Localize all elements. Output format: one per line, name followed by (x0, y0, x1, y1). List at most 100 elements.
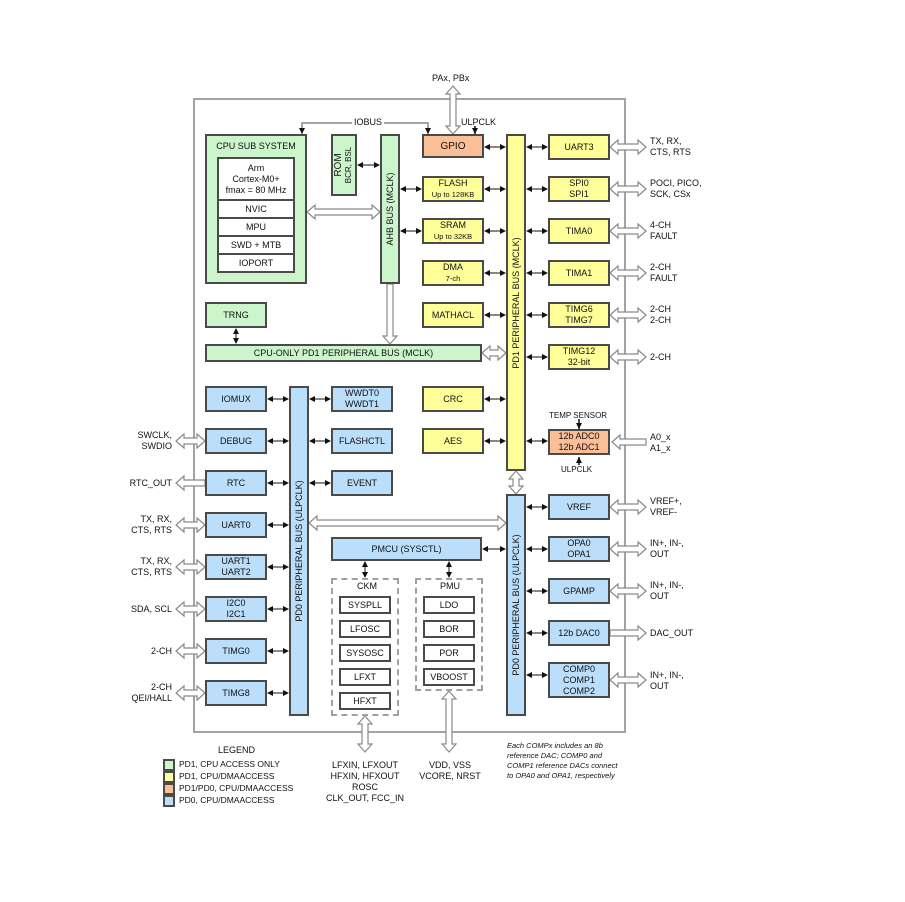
pd1-periph-timg12-label-2: 32-bit (567, 357, 591, 367)
bus-link-arrowhead (500, 546, 506, 552)
legend-title: LEGEND (218, 745, 256, 755)
bus-link-arrowhead (484, 144, 490, 150)
pd0-periph-i2c0-label-2: I2C1 (226, 609, 246, 619)
pd1-periph-tima1-stack: TIMA1 (548, 260, 610, 286)
signal-arrow (175, 516, 206, 534)
bus-link-arrowhead (526, 438, 532, 444)
adc-pins-label: A0_x A1_x (650, 432, 671, 454)
signal-arrow (611, 433, 647, 451)
pd0-analog-pins-4: IN+, IN-,OUT (650, 670, 684, 692)
sram-line2: Up to 32KB (433, 232, 473, 241)
pd1-periph-timg6-label-2: TIMG7 (565, 315, 593, 325)
pd1-periph-pins-1: POCI, PICO,SCK, CSx (650, 178, 702, 200)
pd0-analog-pins-0: VREF+,VREF- (650, 496, 682, 518)
signal-arrow (308, 514, 507, 532)
pd1-periph-uart3-label-1: UART3 (564, 141, 594, 152)
pd0-analog-12b-dac0: 12b DAC0 (548, 620, 610, 646)
legend-label: PD1, CPU ACCESS ONLY (179, 759, 280, 769)
pd0-analog-comp0-label-1: COMP0 (562, 663, 595, 674)
pd0-sys-event: EVENT (331, 470, 393, 496)
bus-link-arrowhead (283, 480, 289, 486)
pd1-periph-pins-0-line2: CTS, RTS (650, 147, 691, 157)
signal-arrow (175, 642, 206, 660)
bus-link-arrowhead (542, 504, 548, 510)
bus-link-arrowhead (526, 186, 532, 192)
bus-link-arrowhead (484, 270, 490, 276)
pd0-analog-12b-dac0-label-1: 12b DAC0 (558, 627, 600, 638)
pd0-periph-uart1-label-1: UART1 (221, 556, 251, 566)
pd0-analog-pins-4-line2: OUT (650, 681, 669, 691)
signal-arrow (306, 203, 381, 221)
pd0-sys-event-label-1: EVENT (346, 477, 377, 488)
bus-link-arrowhead (484, 186, 490, 192)
pd0-periph-pins-5-line1: SDA, SCL (130, 604, 172, 614)
adc-pin-a0: A0_x (650, 432, 671, 442)
pd0-periph-rtc-label-1: RTC (226, 477, 246, 488)
gpio-stack: GPIO (422, 134, 488, 162)
pd1-periph-tima0-stack: TIMA0 (548, 218, 610, 244)
signal-arrow (444, 85, 462, 135)
bus-link-arrowhead (267, 606, 273, 612)
pd0-periph-pins-6-line1: 2-CH (150, 646, 172, 656)
pd0-analog-comp0-label-3: COMP2 (562, 685, 595, 696)
bus-link-arrowhead (542, 546, 548, 552)
cpu-core-line2: Cortex-M0+ (232, 173, 280, 184)
legend-swatch (163, 795, 175, 807)
bus-link-arrowhead (446, 561, 452, 567)
pd1-periph-pins-2-line1: 4-CH (650, 220, 672, 230)
bus-link-arrowhead (484, 396, 490, 402)
cpu-swd-mtb: SWD + MTB (217, 235, 295, 255)
bus-link-arrowhead (500, 186, 506, 192)
pmu-pins: VDD, VSS VCORE, NRST (410, 760, 490, 782)
adc-block: 12b ADC0 12b ADC1 (548, 429, 614, 459)
pd0-periph-uart0-label-1: UART0 (221, 519, 251, 530)
bus-link-arrowhead (484, 312, 490, 318)
bus-link-arrowhead (542, 144, 548, 150)
pd0-periph-timg0-label-1: TIMG0 (222, 645, 250, 656)
pd0-analog-comp0-label-2: COMP1 (562, 674, 595, 685)
pd0-periph-debug: DEBUG (205, 428, 267, 454)
iobus-arrowhead (299, 128, 305, 134)
bus-link-arrowhead (283, 564, 289, 570)
bus-link-arrowhead (526, 504, 532, 510)
ckm-lfosc: LFOSC (339, 620, 391, 638)
adc-clk-arrowhead (576, 457, 582, 463)
pmu-group (415, 578, 483, 691)
bus-link-arrowhead (526, 630, 532, 636)
pd1-bus-label: PD1 PERIPHERAL BUS (MCLK) (511, 236, 521, 369)
signal-arrow (609, 180, 647, 198)
note-line4: to OPA0 and OPA1, respectively (507, 771, 615, 780)
bus-link-arrowhead (267, 396, 273, 402)
bus-link-arrowhead (500, 312, 506, 318)
ckm-pins: LFXIN, LFXOUT HFXIN, HFXOUT ROSC CLK_OUT… (325, 760, 405, 804)
comp-footnote: Each COMPx includes an 8b reference DAC;… (507, 741, 617, 781)
pd1-periph-spi0-label-1: SPI0 (569, 178, 589, 188)
pd0-periph-iomux: IOMUX (205, 386, 267, 412)
bus-link-arrowhead (446, 572, 452, 578)
legend-swatch (163, 783, 175, 795)
pd0-bus-left-label: PD0 PERIPHERAL BUS (ULPCLK) (294, 480, 304, 622)
ckm-lfxt: LFXT (339, 668, 391, 686)
iobus-arrowhead (425, 128, 431, 134)
bus-link-arrowhead (526, 546, 532, 552)
pd0-sys-flashctl-stack: FLASHCTL (331, 428, 393, 454)
flash-block: FLASH Up to 128KB (422, 176, 484, 202)
bus-link-arrowhead (416, 228, 422, 234)
sram-block: SRAM Up to 32KB (422, 218, 484, 244)
bus-link-arrowhead (362, 572, 368, 578)
pd0-sys-wwdt0-label-2: WWDT1 (345, 399, 379, 409)
bus-link-arrowhead (542, 672, 548, 678)
ckm-syspll: SYSPLL (339, 596, 391, 614)
signal-arrow (609, 671, 647, 689)
bus-link-arrowhead (542, 312, 548, 318)
cpu-core-line1: Arm (247, 162, 265, 173)
pd0-periph-pins-3: TX, RX,CTS, RTS (131, 514, 172, 536)
